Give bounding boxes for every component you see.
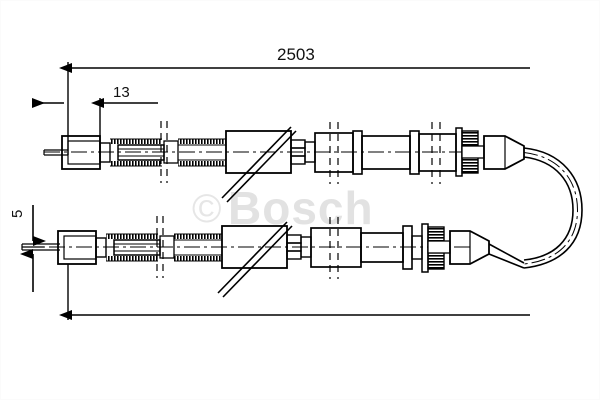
dimension-overall-length: 2503 xyxy=(59,45,530,155)
dimension-end-fitting-diameter: 5 xyxy=(9,205,46,292)
dimension-label-5: 5 xyxy=(9,210,26,218)
upper-cable-view xyxy=(43,121,525,203)
flexible-curved-tube xyxy=(523,147,583,269)
dimension-label-13: 13 xyxy=(113,84,130,101)
watermark-copyright-symbol: © xyxy=(192,187,221,231)
dimension-label-2503: 2503 xyxy=(277,45,315,64)
